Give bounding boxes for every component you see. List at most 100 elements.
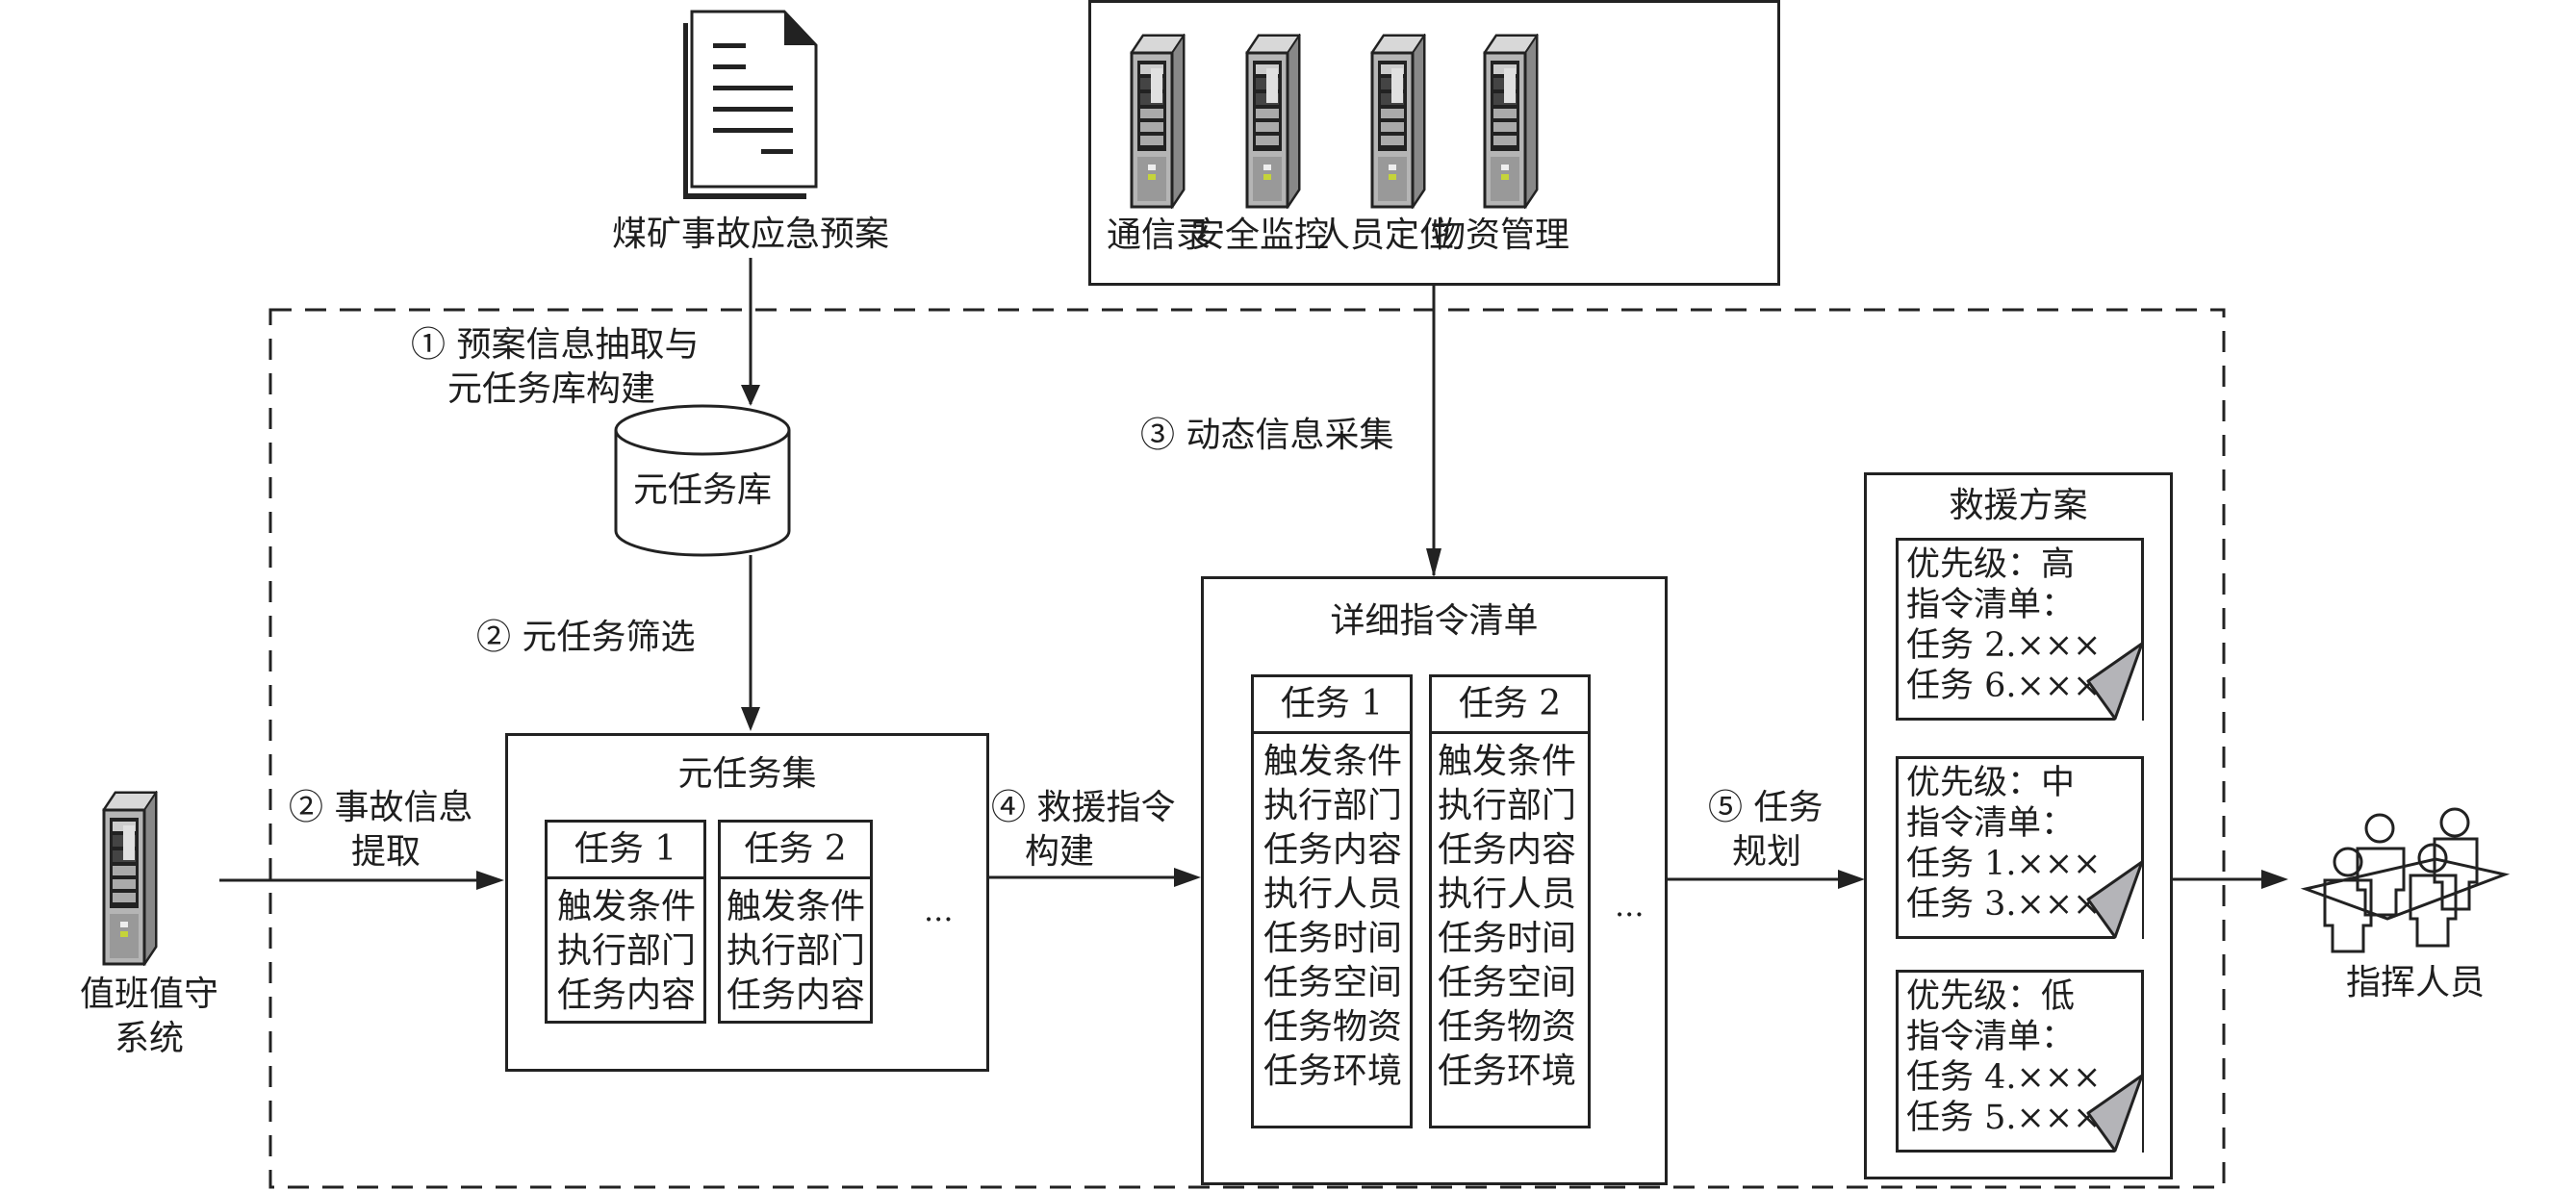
arrowhead [476,871,504,890]
step5-label-line1: ⑤ 任务 [1708,788,1824,827]
duty-system-server [102,789,158,970]
duty-system-label-line1: 值班值守 [79,975,218,1014]
task-field: 任务内容 [727,976,866,1015]
arrowhead [1174,868,1201,887]
priority-note-card: 优先级：高指令清单：任务 2.×××任务 6.××× [1896,538,2144,721]
server-tower-icon [1483,32,1539,211]
task-fields: 触发条件执行部门任务内容执行人员任务时间任务空间任务物资任务环境 [1254,734,1410,1094]
task-field: 执行部门 [1438,786,1577,825]
database-cylinder-icon [614,404,791,557]
instruction-task-card: 任务 1 触发条件执行部门任务内容执行人员任务时间任务空间任务物资任务环境 [1251,674,1413,1128]
step2b-label-line2: 提取 [351,832,421,872]
priority-label: 优先级：中 [1906,764,2076,802]
task-name: 任务 2 [1432,677,1588,734]
task-item: 任务 4.××× [1906,1058,2102,1097]
instruction-list-panel: 详细指令清单 任务 1 触发条件执行部门任务内容执行人员任务时间任务空间任务物资… [1201,576,1668,1185]
more-tasks-ellipsis: ... [1615,887,1645,924]
info-system-server [1370,32,1426,213]
info-system-server [1483,32,1539,213]
server-tower-icon [1370,32,1426,211]
arrowhead [741,385,760,406]
arrowhead [741,707,760,731]
step4-label-line2: 构建 [1025,832,1095,872]
system-boundary [268,308,2226,1189]
task-fields: 触发条件执行部门任务内容执行人员任务时间任务空间任务物资任务环境 [1432,734,1588,1094]
page-fold-icon [2086,642,2144,721]
meta-task-set-title: 元任务集 [677,754,817,794]
instruction-list-title: 详细指令清单 [1330,601,1539,641]
task-field: 执行人员 [1263,874,1403,914]
instruction-list-label: 指令清单： [1906,1018,2076,1056]
priority-note-card: 优先级：中指令清单：任务 1.×××任务 3.××× [1896,756,2144,939]
plan-document-label: 煤矿事故应急预案 [611,215,889,254]
step1-label-line1: ① 预案信息抽取与 [411,325,700,365]
priority-label: 优先级：高 [1906,545,2076,584]
task-name: 任务 2 [721,823,870,879]
task-field: 任务环境 [1438,1052,1577,1091]
arrowhead [1426,548,1441,577]
priority-label: 优先级：低 [1906,977,2076,1016]
task-field: 触发条件 [727,887,866,926]
step2b-label-line1: ② 事故信息 [289,788,473,827]
task-item: 任务 6.××× [1906,667,2102,705]
task-field: 触发条件 [1263,742,1403,781]
arrowhead [1838,870,1865,889]
server-tower-icon [1245,32,1301,211]
rescue-plan-panel: 救援方案 优先级：高指令清单：任务 2.×××任务 6.×××优先级：中指令清单… [1864,472,2173,1179]
task-field: 任务空间 [1263,963,1403,1002]
task-field: 执行人员 [1438,874,1577,914]
task-item: 任务 5.××× [1906,1099,2102,1137]
server-tower-icon [1130,32,1186,211]
task-field: 执行部门 [727,931,866,971]
task-item: 任务 3.××× [1906,885,2102,924]
instruction-task-card: 任务 2 触发条件执行部门任务内容执行人员任务时间任务空间任务物资任务环境 [1429,674,1591,1128]
task-field: 触发条件 [1438,742,1577,781]
page-fold-icon [2086,1074,2144,1153]
task-field: 任务空间 [1438,963,1577,1002]
info-system-label: 物资管理 [1430,215,1569,255]
step2a-label: ② 元任务筛选 [476,618,696,657]
task-item: 任务 1.××× [1906,845,2102,883]
task-field: 任务物资 [1263,1007,1403,1047]
info-system-server [1245,32,1301,213]
more-tasks-ellipsis: ... [924,892,954,928]
meta-task-card: 任务 1 触发条件 执行部门 任务内容 [545,820,706,1024]
meta-task-set-panel: 元任务集 任务 1 触发条件 执行部门 任务内容 任务 2 触发条件 执行部门 … [505,733,989,1072]
task-name: 任务 1 [548,823,703,879]
step3-label: ③ 动态信息采集 [1140,416,1394,455]
step1-label-line2: 元任务库构建 [447,369,656,409]
info-system-label: 人员定位 [1314,215,1454,255]
meta-task-db-label: 元任务库 [632,470,772,510]
task-field: 执行部门 [557,931,697,971]
task-field: 任务环境 [1263,1052,1403,1091]
task-field: 任务物资 [1438,1007,1577,1047]
info-system-label: 安全监控 [1189,215,1329,255]
task-item: 任务 2.××× [1906,626,2102,665]
rescue-plan-title: 救援方案 [1949,486,2088,525]
info-system-server [1130,32,1186,213]
arrowhead [2261,870,2288,889]
people-group-icon [2300,807,2511,953]
task-field: 任务内容 [1263,830,1403,870]
task-field: 任务内容 [1438,830,1577,870]
task-field: 执行部门 [1263,786,1403,825]
task-field: 任务时间 [1438,919,1577,958]
instruction-list-label: 指令清单： [1906,804,2076,843]
task-field: 触发条件 [557,887,697,926]
duty-system-label-line2: 系统 [114,1019,184,1058]
instruction-list-label: 指令清单： [1906,586,2076,624]
priority-note-card: 优先级：低指令清单：任务 4.×××任务 5.××× [1896,970,2144,1153]
commanders-label: 指挥人员 [2345,963,2485,1002]
server-tower-icon [102,789,158,968]
task-name: 任务 1 [1254,677,1410,734]
document-stack-icon [683,10,818,199]
step5-label-line2: 规划 [1732,832,1802,872]
meta-task-card: 任务 2 触发条件 执行部门 任务内容 [718,820,873,1024]
info-system-label: 通信录 [1106,215,1211,255]
page-fold-icon [2086,860,2144,939]
task-field: 任务内容 [557,976,697,1015]
info-systems-panel: 通信录安全监控人员定位物资管理 [1088,0,1780,286]
step4-label-line1: ④ 救援指令 [991,788,1176,827]
task-field: 任务时间 [1263,919,1403,958]
